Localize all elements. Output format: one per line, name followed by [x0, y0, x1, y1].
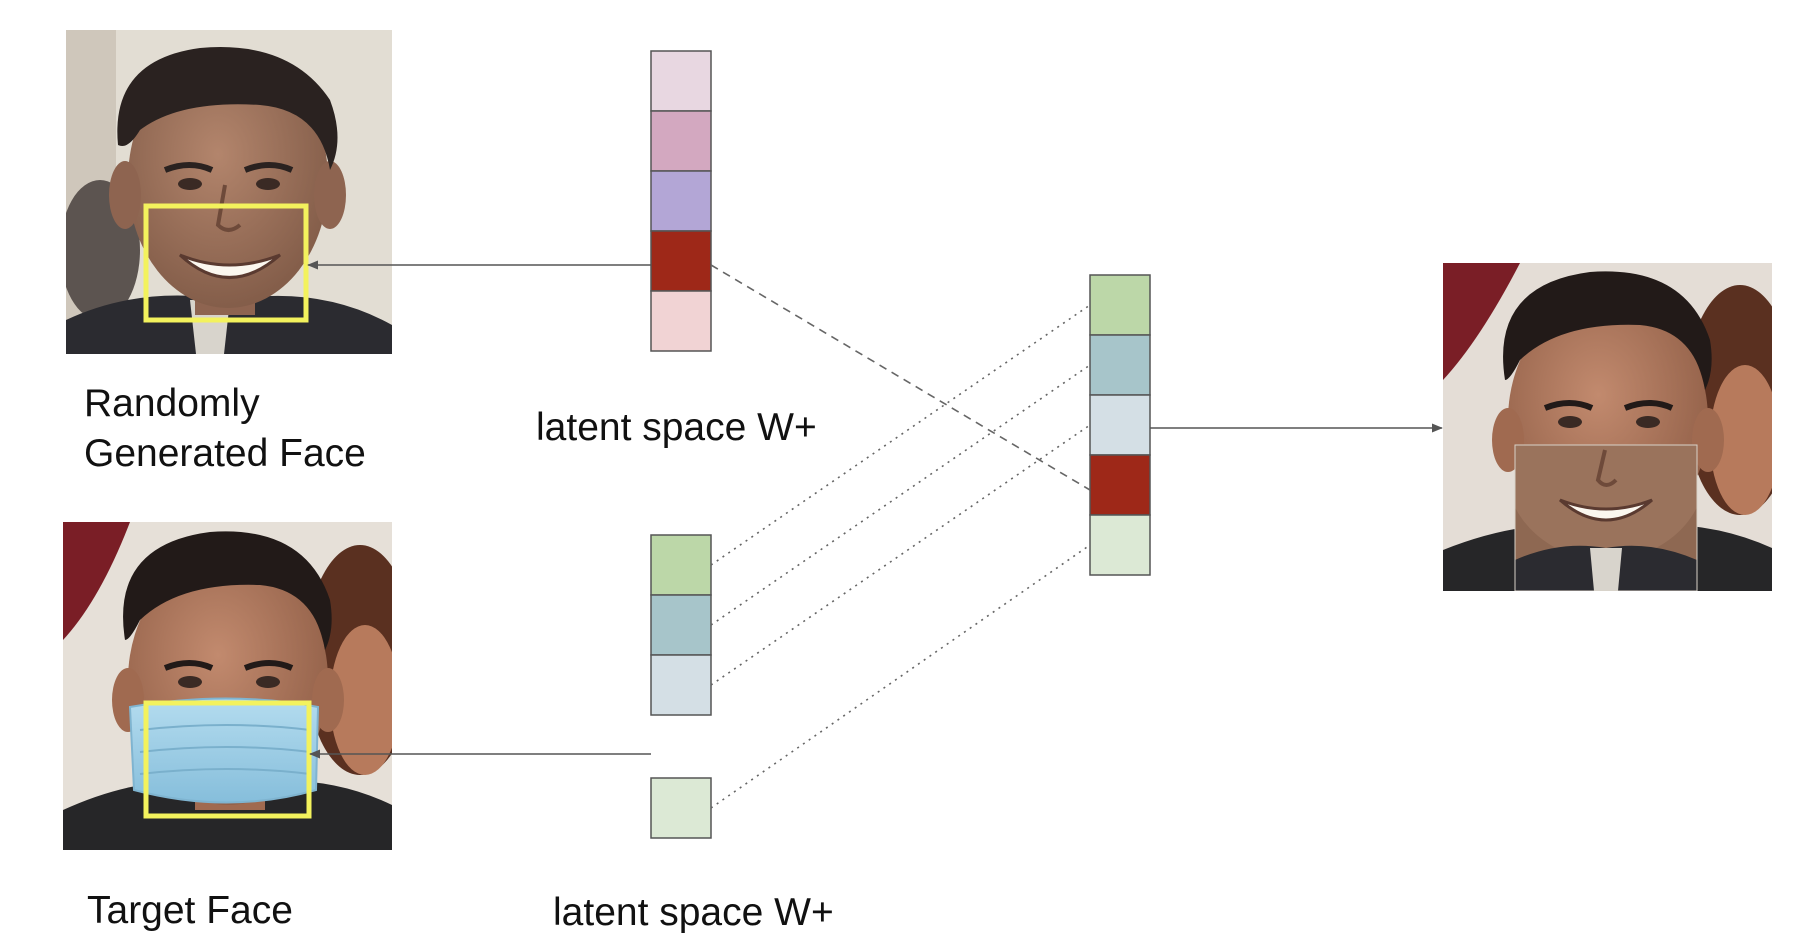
combined-cell-4	[1089, 454, 1151, 516]
face-mask-icon	[128, 697, 320, 804]
combined-cell-5	[1089, 514, 1151, 576]
combined-cell-3	[1089, 394, 1151, 456]
dotted-link-3	[710, 424, 1091, 686]
latent-top-cell-5	[650, 290, 712, 352]
random-face-label: Randomly Generated Face	[84, 379, 366, 479]
latent-top-cell-4	[650, 230, 712, 292]
latent-vector-combined	[1089, 274, 1151, 576]
combined-cell-2	[1089, 334, 1151, 396]
latent-top-cell-2	[650, 110, 712, 172]
output-face-image	[1443, 263, 1772, 591]
latent-top-cell-3	[650, 170, 712, 232]
latent-vector-bottom	[650, 534, 712, 839]
latent-space-top-label: latent space W+	[536, 406, 817, 449]
dashed-link-red-cell	[710, 264, 1091, 491]
latent-bottom-cell-5	[650, 777, 712, 839]
latent-top-cell-1	[650, 50, 712, 112]
latent-vector-top	[650, 50, 712, 352]
dotted-link-5	[710, 544, 1091, 809]
random-face-label-line2: Generated Face	[84, 431, 366, 475]
latent-bottom-cell-3	[650, 654, 712, 716]
target-face-label: Target Face	[87, 889, 293, 932]
target-face-image	[63, 522, 392, 850]
random-face-image	[66, 30, 392, 354]
latent-bottom-cell-1	[650, 534, 712, 596]
combined-cell-1	[1089, 274, 1151, 336]
latent-bottom-cell-2	[650, 594, 712, 656]
latent-space-bottom-label: latent space W+	[553, 891, 834, 934]
random-face-label-line1: Randomly	[84, 382, 260, 425]
